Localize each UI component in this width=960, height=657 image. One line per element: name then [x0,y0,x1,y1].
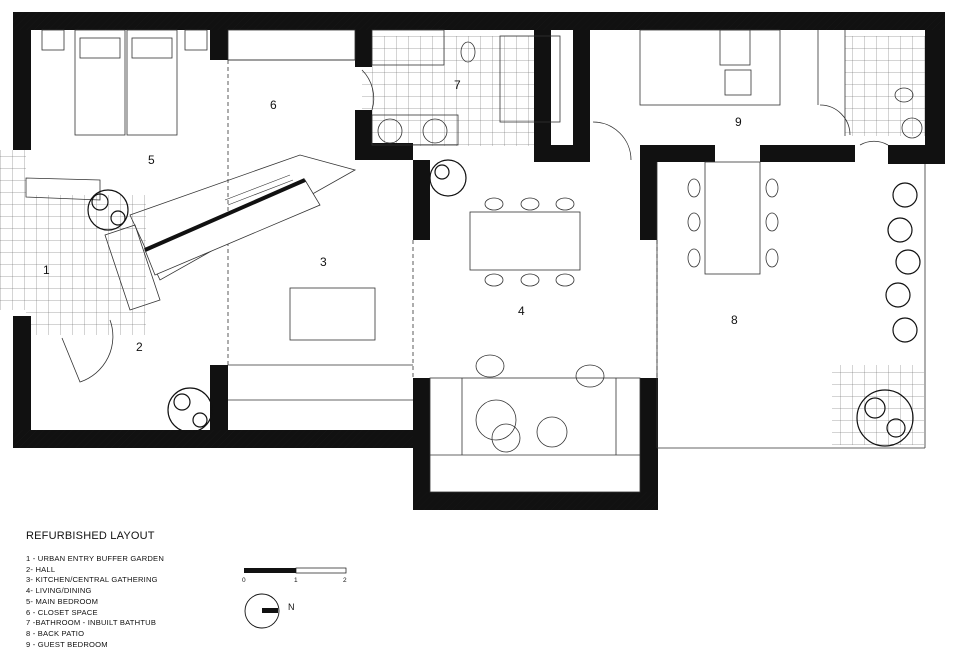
room-label-6: 6 [270,98,277,112]
legend-item: 2- HALL [26,564,56,574]
legend-item: 6 - CLOSET SPACE [26,607,98,617]
legend-item: 8 - BACK PATIO [26,628,85,638]
legend: REFURBISHED LAYOUT 1 - URBAN ENTRY BUFFE… [26,530,246,650]
entry-frame [25,177,161,383]
toilet-icon [460,41,923,139]
door-swings [361,69,889,161]
wall-texture [13,12,945,510]
scale-label-2: 2 [343,577,347,584]
dining-chairs [475,178,779,388]
legend-item: 3- KITCHEN/CENTRAL GATHERING [26,575,158,585]
room-label-1: 1 [43,263,50,277]
legend-item: 5- MAIN BEDROOM [26,596,99,606]
legend-title: REFURBISHED LAYOUT [26,530,155,542]
legend-item: 7 -BATHROOM - INBUILT BATHTUB [26,618,157,628]
scale-label-1: 1 [294,577,298,584]
room-label-2: 2 [136,340,143,354]
scale-bar: 0 1 2 [242,567,347,584]
scale-label-0: 0 [242,577,246,584]
room-labels: 1 2 3 4 5 6 7 8 9 [43,78,742,354]
legend-item: 1 - URBAN ENTRY BUFFER GARDEN [26,554,165,563]
bed-icon [41,29,208,136]
north-label: N [288,602,295,612]
plant-icon [87,159,921,447]
room-label-9: 9 [735,115,742,129]
legend-item: 9 - GUEST BEDROOM [26,639,108,649]
room-label-8: 8 [731,313,738,327]
legend-list: 1 - URBAN ENTRY BUFFER GARDEN 2- HALL 3-… [26,554,246,650]
interior-lines [227,29,926,493]
room-label-4: 4 [518,304,525,318]
legend-item: 4- LIVING/DINING [26,586,92,596]
room-label-3: 3 [320,255,327,269]
north-arrow-icon: N [244,593,295,629]
tiled-areas [0,36,925,445]
room-label-7: 7 [454,78,461,92]
room-label-5: 5 [148,153,155,167]
diagonal-ramp [129,154,357,281]
